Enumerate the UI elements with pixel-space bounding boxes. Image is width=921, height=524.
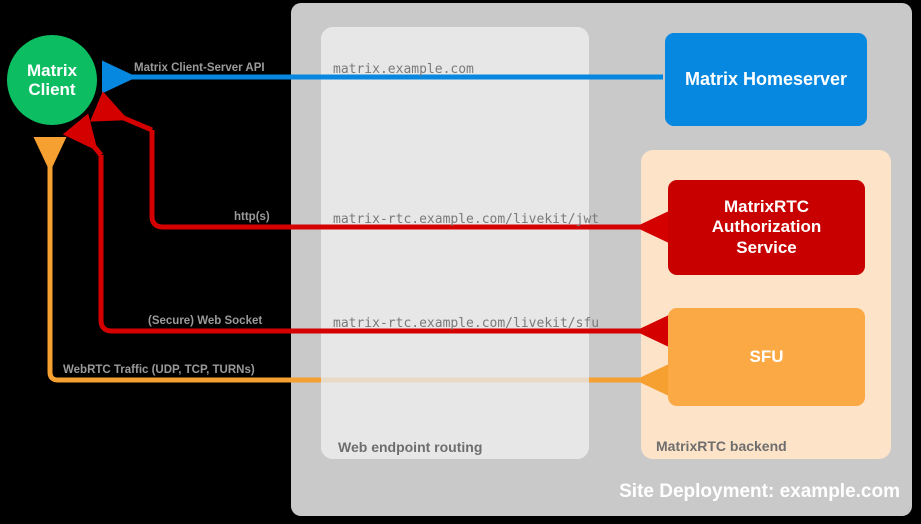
node-matrix-homeserver[interactable]: Matrix Homeserver [665,33,867,126]
edge-websocket-to-sfu [62,113,671,348]
edge-https-to-auth [89,91,671,244]
edge-label-https: http(s) [234,211,270,223]
endpoint-url-livekit-jwt: matrix-rtc.example.com/livekit/jwt [333,212,600,227]
edge-label-web-socket: (Secure) Web Socket [148,315,263,327]
endpoint-url-matrix: matrix.example.com [333,62,474,77]
matrix-client-label: Matrix Client [27,61,77,99]
auth-service-line2: Authorization [711,217,822,237]
homeserver-label: Matrix Homeserver [684,69,848,89]
rtc-backend-caption: MatrixRTC backend [656,438,787,454]
site-deployment-caption: Site Deployment: example.com [619,481,900,502]
endpoint-url-livekit-sfu: matrix-rtc.example.com/livekit/sfu [333,316,600,331]
edge-label-webrtc-traffic: WebRTC Traffic (UDP, TCP, TURNs) [63,364,255,376]
node-matrix-client[interactable]: Matrix Client [7,35,97,125]
auth-service-line1: MatrixRTC [723,196,809,216]
auth-service-line3: Service [736,237,797,257]
matrix-client-line2: Client [28,80,76,99]
node-matrixrtc-authorization-service[interactable]: MatrixRTC Authorization Service [668,180,865,275]
matrix-client-line1: Matrix [26,60,78,80]
sfu-label: SFU [749,347,784,366]
auth-service-label: MatrixRTC Authorization Service [712,197,822,258]
web-routing-caption: Web endpoint routing [338,439,483,455]
web-panel-overlay [321,27,589,459]
node-sfu[interactable]: SFU [668,308,865,406]
edge-label-client-server-api: Matrix Client-Server API [134,62,265,74]
edge-webrtc-traffic [33,136,660,383]
